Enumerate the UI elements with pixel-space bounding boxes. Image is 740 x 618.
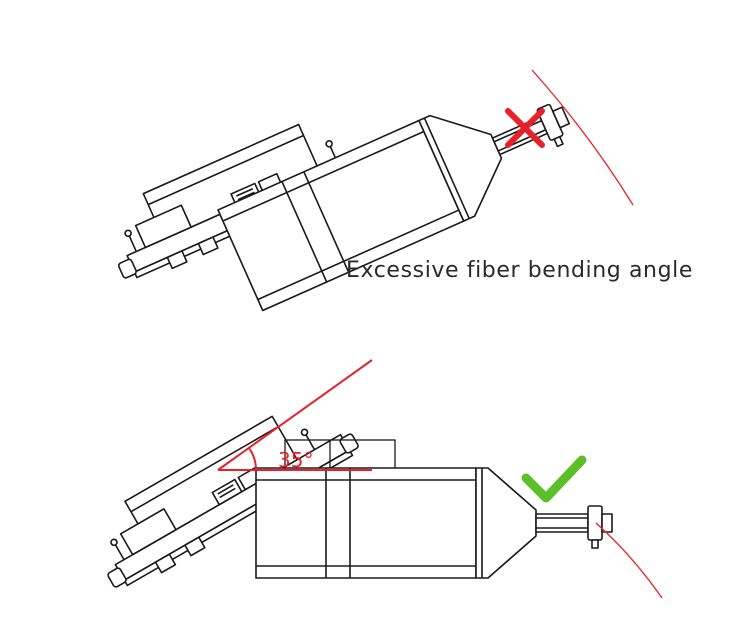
top-caption: Excessive fiber bending angle xyxy=(346,258,694,283)
check-icon xyxy=(521,455,587,503)
fiber-line-bottom xyxy=(595,522,663,599)
bottom-laser-assembly xyxy=(79,385,613,598)
angle-indicator xyxy=(217,359,373,471)
angle-label: 35° xyxy=(278,448,313,472)
cross-icon xyxy=(505,108,545,148)
fiber-line-top xyxy=(531,69,634,206)
